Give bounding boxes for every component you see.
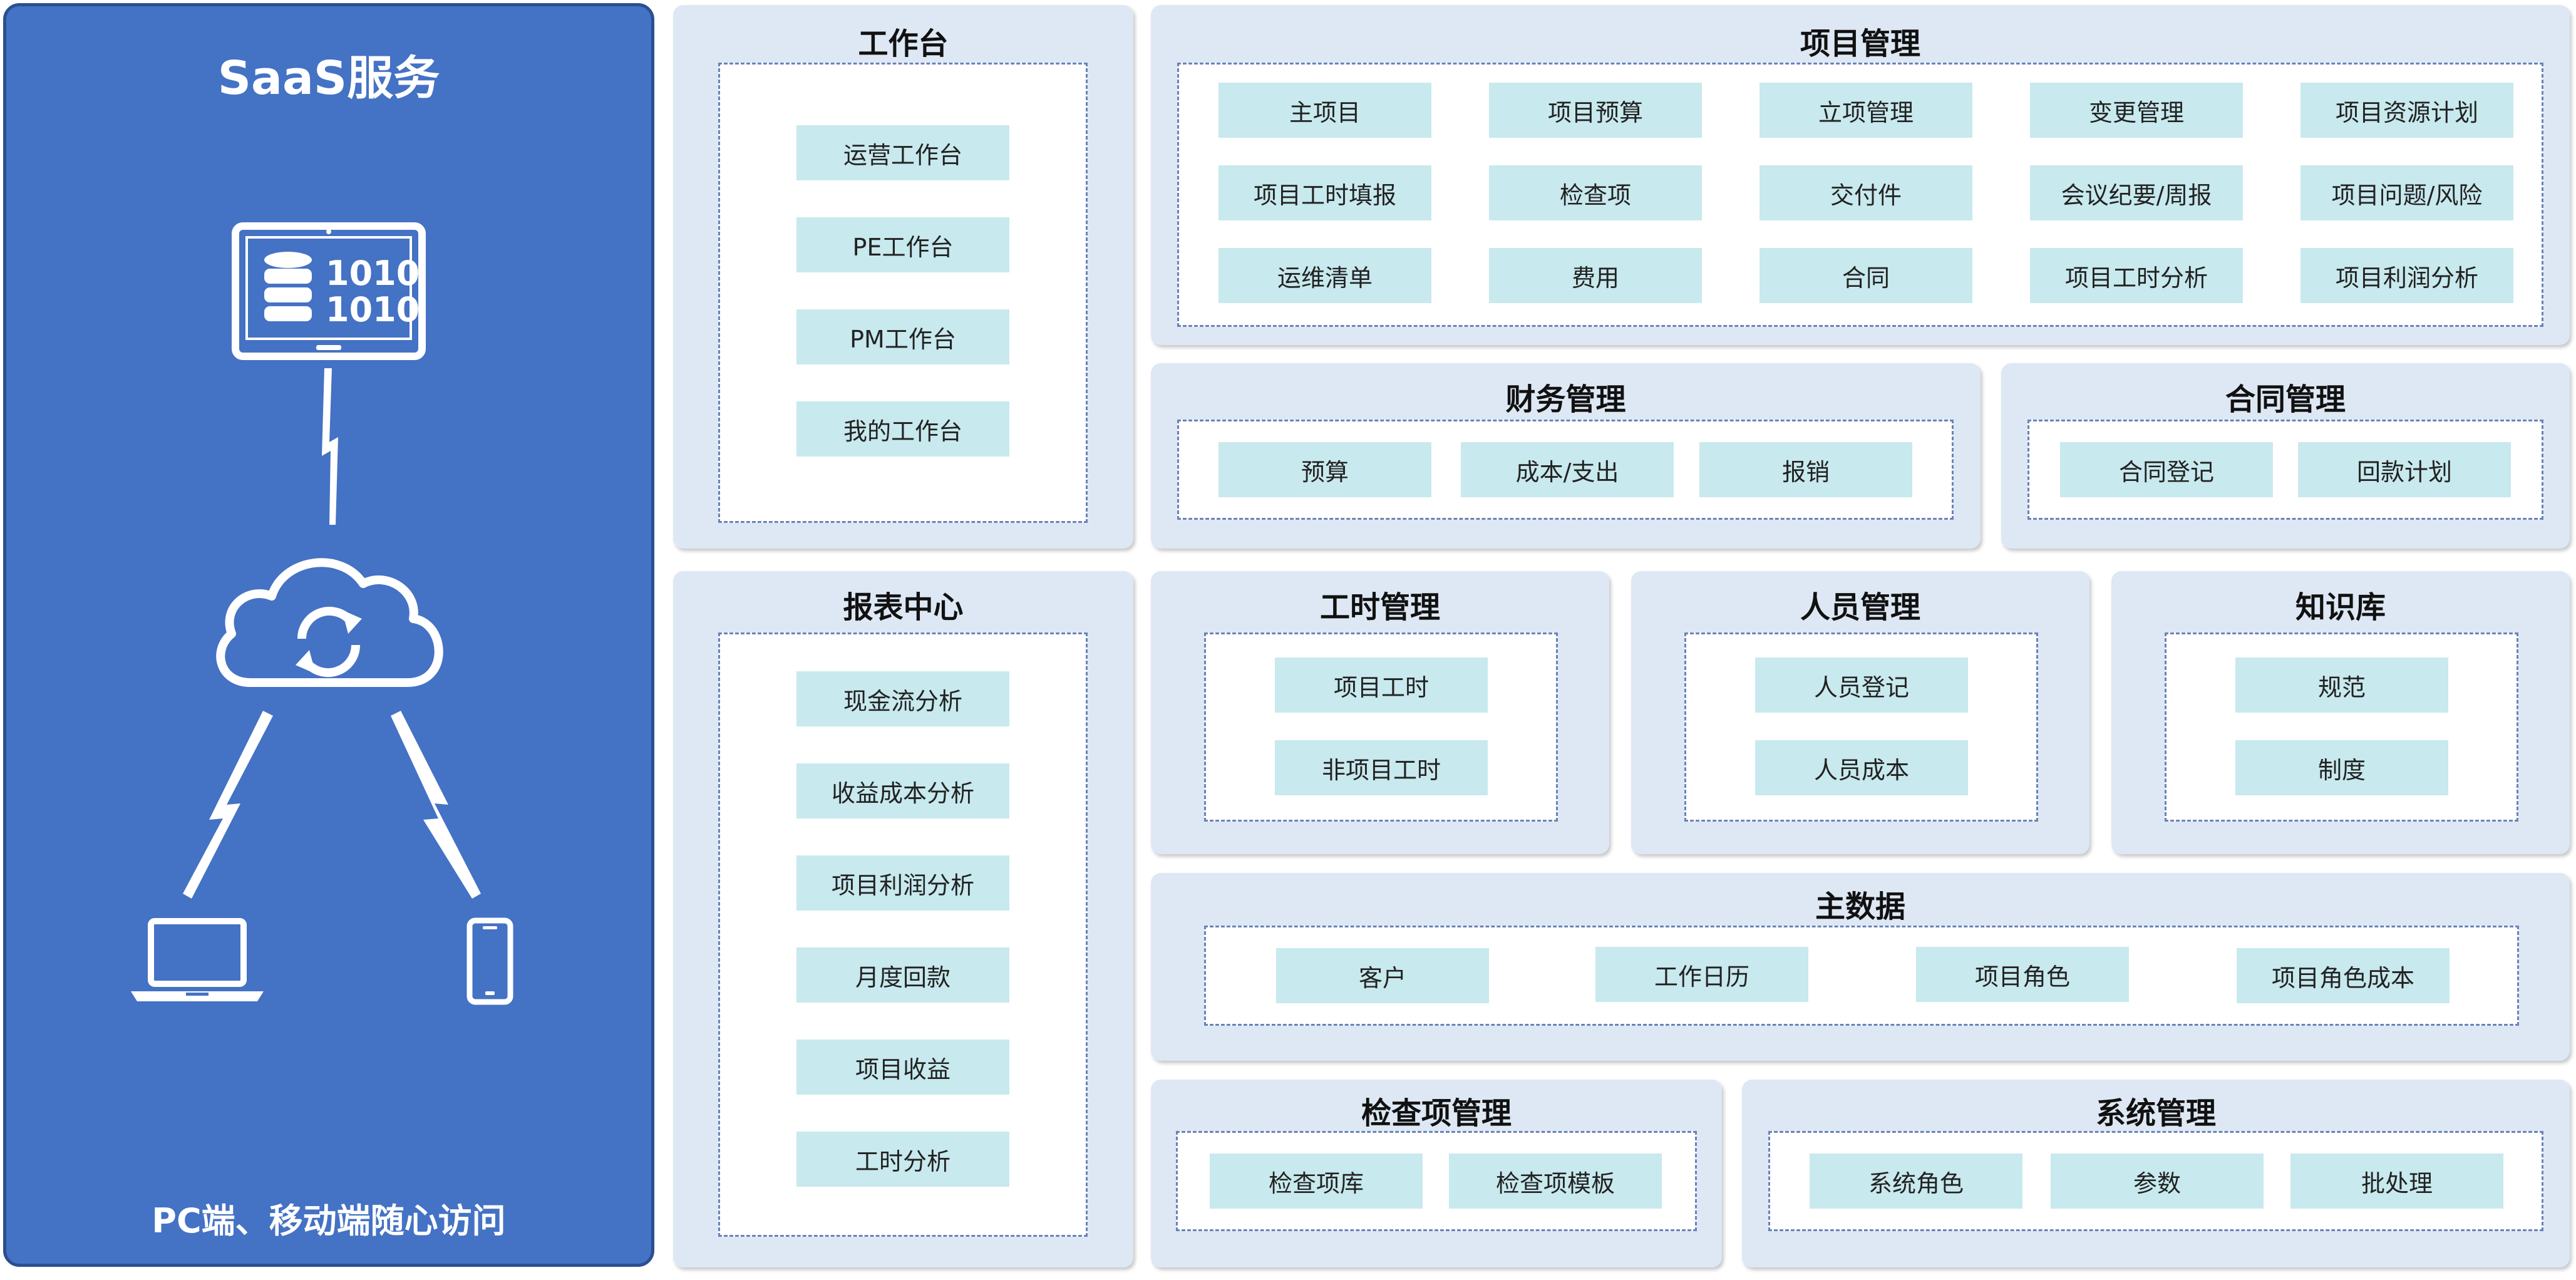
binary-text-2: 1010 <box>326 290 420 329</box>
workbench-title: 工作台 <box>858 26 949 61</box>
lightning-link-icon <box>391 711 481 899</box>
lightning-link-icon <box>183 711 273 899</box>
system-management-title: 系统管理 <box>2095 1096 2216 1131</box>
mobile-phone-icon <box>466 917 513 1005</box>
finance-item[interactable]: 报销 <box>1699 442 1912 497</box>
master-data-title: 主数据 <box>1815 889 1905 924</box>
cloud-sync-icon <box>216 558 443 687</box>
project-item[interactable]: 变更管理 <box>2030 83 2243 138</box>
workbench-item[interactable]: 我的工作台 <box>796 401 1009 457</box>
report-center-item[interactable]: 工时分析 <box>796 1132 1009 1187</box>
master-data-item[interactable]: 项目角色成本 <box>2237 948 2450 1003</box>
project-management-title: 项目管理 <box>1800 26 1920 61</box>
project-item[interactable]: 项目资源计划 <box>2300 83 2513 138</box>
inspection-item[interactable]: 检查项模板 <box>1449 1154 1662 1209</box>
finance-item[interactable]: 成本/支出 <box>1461 442 1674 497</box>
finance-management-panel: 财务管理 预算 成本/支出 报销 <box>1151 363 1981 549</box>
master-data-item[interactable]: 客户 <box>1276 948 1489 1003</box>
project-item[interactable]: 项目问题/风险 <box>2300 165 2513 220</box>
personnel-item[interactable]: 人员成本 <box>1755 740 1968 795</box>
timesheet-management-panel: 工时管理 项目工时 非项目工时 <box>1151 571 1609 854</box>
report-center-item[interactable]: 收益成本分析 <box>796 763 1009 818</box>
inspection-item[interactable]: 检查项库 <box>1210 1154 1423 1209</box>
project-item[interactable]: 主项目 <box>1218 83 1431 138</box>
project-item[interactable]: 项目利润分析 <box>2300 248 2513 303</box>
project-item[interactable]: 立项管理 <box>1759 83 1972 138</box>
system-management-panel: 系统管理 系统角色 参数 批处理 <box>1742 1080 2570 1267</box>
knowledge-base-title: 知识库 <box>2295 590 2386 625</box>
system-item[interactable]: 系统角色 <box>1810 1154 2022 1209</box>
system-item[interactable]: 批处理 <box>2290 1154 2503 1209</box>
inspection-management-panel: 检查项管理 检查项库 检查项模板 <box>1151 1080 1722 1267</box>
workbench-item[interactable]: PE工作台 <box>796 217 1009 272</box>
report-center-item[interactable]: 现金流分析 <box>796 671 1009 726</box>
master-data-item[interactable]: 工作日历 <box>1595 947 1808 1002</box>
project-item[interactable]: 项目工时分析 <box>2030 248 2243 303</box>
report-center-item[interactable]: 月度回款 <box>796 947 1009 1003</box>
knowledge-base-panel: 知识库 规范 制度 <box>2111 571 2570 854</box>
project-item[interactable]: 合同 <box>1759 248 1972 303</box>
contract-management-title: 合同管理 <box>2225 382 2346 417</box>
report-center-item[interactable]: 项目利润分析 <box>796 855 1009 911</box>
timesheet-item[interactable]: 项目工时 <box>1275 658 1488 713</box>
master-data-panel: 主数据 客户 工作日历 项目角色 项目角色成本 <box>1151 873 2570 1061</box>
workbench-item[interactable]: 运营工作台 <box>796 125 1009 180</box>
timesheet-management-title: 工时管理 <box>1319 590 1440 625</box>
knowledge-item[interactable]: 制度 <box>2235 740 2448 795</box>
workbench-item[interactable]: PM工作台 <box>796 309 1009 364</box>
project-item[interactable]: 检查项 <box>1489 165 1702 220</box>
laptop-icon <box>131 918 264 1001</box>
contract-item[interactable]: 回款计划 <box>2298 442 2511 497</box>
system-item[interactable]: 参数 <box>2051 1154 2264 1209</box>
tablet-database-icon: 1010 1010 <box>232 222 426 360</box>
personnel-management-title: 人员管理 <box>1800 590 1920 625</box>
project-item[interactable]: 会议纪要/周报 <box>2030 165 2243 220</box>
report-center-panel: 报表中心 现金流分析 收益成本分析 项目利润分析 月度回款 项目收益 工时分析 <box>673 571 1133 1267</box>
finance-item[interactable]: 预算 <box>1218 442 1431 497</box>
knowledge-item[interactable]: 规范 <box>2235 658 2448 713</box>
binary-text-1: 1010 <box>326 254 420 293</box>
saas-caption: PC端、移动端随心访问 <box>152 1201 506 1241</box>
contract-item[interactable]: 合同登记 <box>2060 442 2273 497</box>
project-item[interactable]: 费用 <box>1489 248 1702 303</box>
report-center-title: 报表中心 <box>843 590 964 625</box>
master-data-item[interactable]: 项目角色 <box>1916 947 2129 1002</box>
personnel-item[interactable]: 人员登记 <box>1755 658 1968 713</box>
project-management-panel: 项目管理 主项目 项目预算 立项管理 变更管理 项目资源计划 项目工时填报 检查… <box>1151 5 2570 345</box>
lightning-link-icon <box>322 368 338 525</box>
finance-management-title: 财务管理 <box>1505 382 1626 417</box>
project-item[interactable]: 项目预算 <box>1489 83 1702 138</box>
inspection-management-title: 检查项管理 <box>1361 1096 1512 1131</box>
project-item[interactable]: 交付件 <box>1759 165 1972 220</box>
contract-management-panel: 合同管理 合同登记 回款计划 <box>2001 363 2570 549</box>
personnel-management-panel: 人员管理 人员登记 人员成本 <box>1631 571 2089 854</box>
workbench-panel: 工作台 运营工作台 PE工作台 PM工作台 我的工作台 <box>673 5 1133 549</box>
saas-title: SaaS服务 <box>217 51 440 105</box>
timesheet-item[interactable]: 非项目工时 <box>1275 740 1488 795</box>
saas-panel: SaaS服务 1010 1010 <box>3 3 654 1267</box>
report-center-item[interactable]: 项目收益 <box>796 1040 1009 1095</box>
project-item[interactable]: 项目工时填报 <box>1218 165 1431 220</box>
project-item[interactable]: 运维清单 <box>1218 248 1431 303</box>
